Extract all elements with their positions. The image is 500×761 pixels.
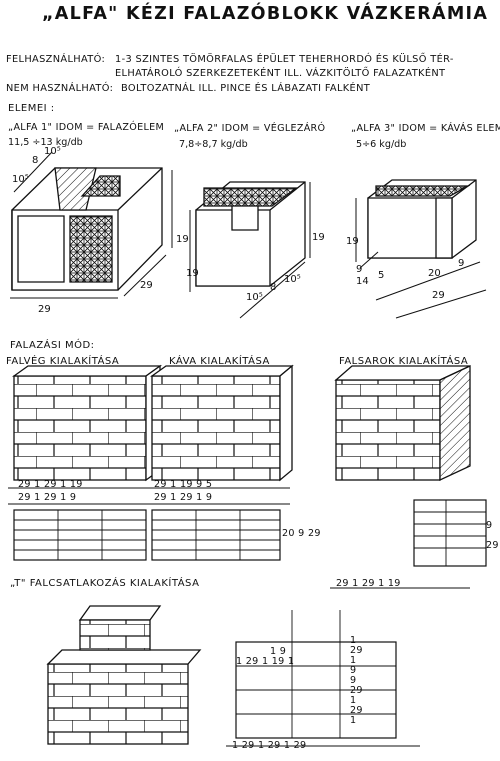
alfa-2-dim-105: 10⁵ xyxy=(246,292,263,303)
t-joint-wall-drawing xyxy=(46,605,420,747)
alfa-1-dim-29b: 29 xyxy=(140,280,153,291)
alfa-1-dimensions xyxy=(10,151,173,299)
usage-text-yes-2: ELHATÁROLÓ SZERKEZETEKÉNT ILL. VÁZKITÖLT… xyxy=(115,68,446,79)
alfa-2-dim-19: 19 xyxy=(186,268,199,279)
kava-dims-row1: 29 1 19 9 5 xyxy=(154,479,213,490)
section-t-joint: „T" FALCSATLAKOZÁS KIALAKÍTÁSA xyxy=(10,578,200,589)
falsarok-dims-row: 29 1 29 1 19 xyxy=(336,578,401,589)
usage-text-yes-1: 1-3 SZINTES TÖMÖRFALAS ÉPÜLET TEHERHORDÓ… xyxy=(115,54,454,65)
usage-text-no: BOLTOZATNÁL ILL. PINCE ÉS LÁBAZATI FALKÉ… xyxy=(121,83,371,94)
alfa-1-dim-29: 29 xyxy=(38,304,51,315)
alfa-3-dim-29: 29 xyxy=(432,290,445,301)
alfa-3-block-drawing xyxy=(367,179,477,259)
element-1-name: „ALFA 1" IDOM = FALAZÓELEM xyxy=(8,122,165,133)
alfa-2-dim-105b: 10⁵ xyxy=(284,274,301,285)
kava-dims-side: 20 9 29 xyxy=(282,528,321,539)
element-2-weight: 7,8÷8,7 kg/db xyxy=(179,139,248,150)
alfa-1-dim-8: 8 xyxy=(32,155,38,166)
alfa-3-dim-9b: 9 xyxy=(458,258,464,269)
alfa-1-dim-105b: 10⁵ xyxy=(44,146,61,157)
falsarok-dims-side2: 29 xyxy=(486,540,499,551)
element-2-name: „ALFA 2" IDOM = VÉGLEZÁRÓ xyxy=(174,123,326,134)
section-kava: KÁVA KIALAKÍTÁSA xyxy=(169,356,270,367)
kava-wall-drawing xyxy=(148,364,294,561)
falsarok-wall-drawing xyxy=(330,364,487,589)
t-joint-dims-top: 1 9 xyxy=(270,646,287,657)
alfa-3-dim-14: 14 xyxy=(356,276,369,287)
alfa-1-block-drawing xyxy=(11,167,163,291)
t-joint-dims-bottom: 1 29 1 29 1 29 xyxy=(232,740,307,751)
falveg-dims-row1: 29 1 29 1 19 xyxy=(18,479,83,490)
alfa-2-dimensions xyxy=(189,182,311,319)
alfa-3-dimensions xyxy=(355,198,487,319)
page-title: „ALFA" KÉZI FALAZÓBLOKK VÁZKERÁMIA xyxy=(42,4,489,24)
alfa-2-dim-8: 8 xyxy=(270,282,276,293)
falsarok-dims-side: 9 xyxy=(486,520,493,531)
alfa-3-dim-20: 20 xyxy=(428,268,441,279)
laying-heading: FALAZÁSI MÓD: xyxy=(10,340,95,351)
alfa-3-dim-5: 5 xyxy=(378,270,384,281)
t-joint-dims-mid: 1 29 1 19 1 xyxy=(236,656,295,667)
element-3-name: „ALFA 3" IDOM = KÁVÁS ELEM xyxy=(351,123,500,134)
elements-heading: ELEMEI : xyxy=(8,103,55,114)
usage-label-yes: FELHASZNÁLHATÓ: xyxy=(6,54,106,65)
falveg-wall-drawing xyxy=(8,364,163,561)
usage-label-no: NEM HASZNÁLHATÓ: xyxy=(6,83,114,94)
alfa-1-dim-19: 19 xyxy=(176,234,189,245)
element-1-weight: 11,5 ÷13 kg/db xyxy=(8,137,83,148)
section-falsarok: FALSAROK KIALAKÍTÁSA xyxy=(339,356,469,367)
alfa-2-block-drawing xyxy=(195,181,306,287)
kava-dims-row2: 29 1 29 1 9 xyxy=(154,492,213,503)
alfa-3-dim-9: 9 xyxy=(356,264,362,275)
falveg-dims-row2: 29 1 29 1 9 xyxy=(18,492,77,503)
alfa-2-dim-19b: 19 xyxy=(312,232,325,243)
section-falveg: FALVÉG KIALAKÍTÁSA xyxy=(6,356,120,367)
alfa-1-dim-105: 10⁵ xyxy=(12,174,29,185)
element-3-weight: 5÷6 kg/db xyxy=(356,139,407,150)
alfa-3-dim-19: 19 xyxy=(346,236,359,247)
t-joint-dims-side: 1 29 1 9 9 29 1 29 1 xyxy=(350,635,363,726)
